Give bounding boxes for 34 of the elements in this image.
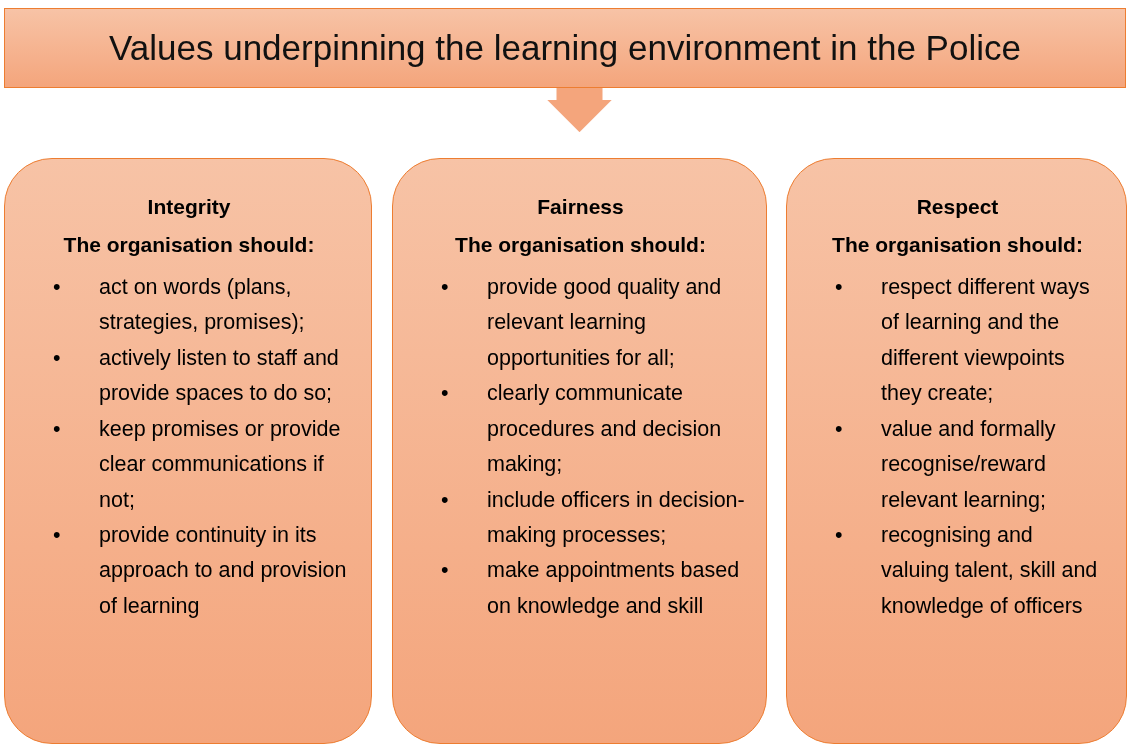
value-card — [4, 158, 372, 744]
bullet-item: provide continuity in its approach to and provision of learning — [99, 522, 347, 618]
bullet-item: clearly communicate procedures and decision making; — [487, 381, 722, 477]
card-heading: Integrity — [146, 194, 232, 220]
bullet-item: value and formally recognise/reward relevant learning; — [881, 416, 1056, 512]
bullet-marker: • — [835, 415, 843, 443]
bullet-marker: • — [835, 273, 843, 301]
bullet-marker: • — [835, 521, 843, 549]
bullet-item: include officers in decision-making processes; — [487, 487, 745, 547]
bullet-marker: • — [441, 557, 449, 585]
bullet-marker: • — [53, 521, 61, 549]
card-heading: Fairness — [536, 194, 625, 220]
card-subheading: The organisation should: — [62, 232, 316, 259]
bullet-marker: • — [441, 486, 449, 514]
card-heading: Respect — [915, 194, 1000, 220]
bullet-item: make appointments based on knowledge and skill — [487, 558, 740, 618]
bullet-marker: • — [53, 273, 61, 301]
card-subheading: The organisation should: — [454, 232, 707, 259]
value-card — [786, 158, 1127, 744]
bullet-item: actively listen to staff and provide spaces to do so; — [99, 345, 339, 406]
bullet-item: provide good quality and relevant learning opportunities for all; — [487, 274, 722, 370]
bullet-item: keep promises or provide clear communications if not; — [99, 416, 341, 512]
bullet-item: recognising and valuing talent, skill and knowledge of officers — [881, 522, 1098, 618]
bullet-marker: • — [441, 380, 449, 408]
arrow — [547, 88, 612, 133]
bullet-marker: • — [53, 344, 61, 372]
value-card — [392, 158, 767, 744]
bullet-marker: • — [441, 273, 449, 301]
banner-title: Values underpinning the learning environment in the Police — [109, 28, 1021, 68]
bullet-item: respect different ways of learning and the different viewpoints they create; — [881, 274, 1090, 406]
bullet-item: act on words (plans, strategies, promises); — [99, 274, 305, 335]
bullet-marker: • — [53, 415, 61, 443]
card-subheading: The organisation should: — [831, 232, 1084, 259]
title-banner — [4, 8, 1126, 88]
